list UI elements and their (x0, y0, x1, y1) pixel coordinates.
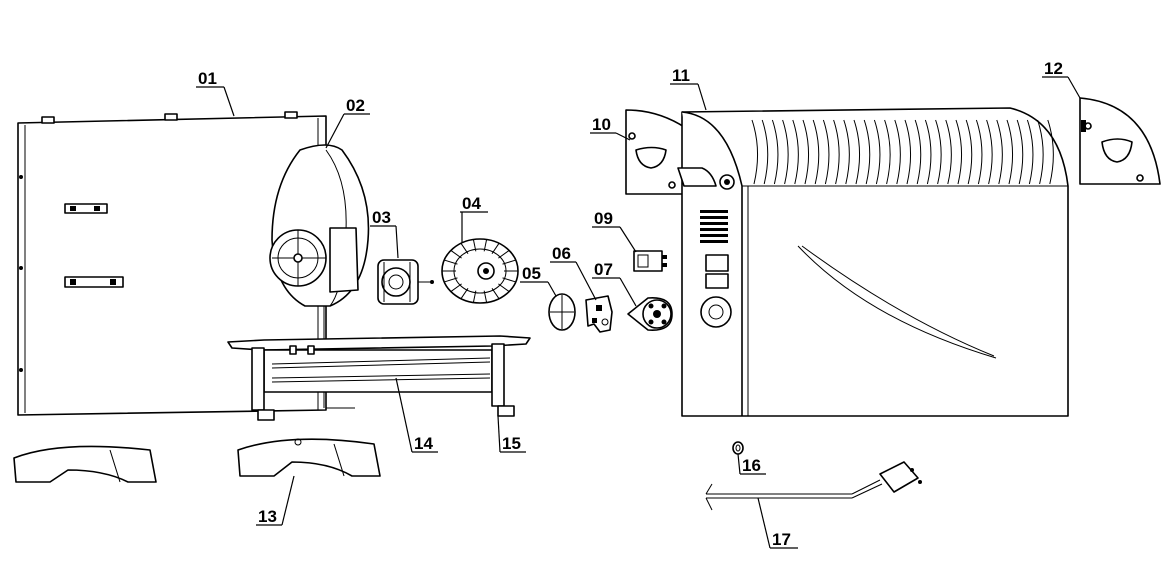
callout-07: 07 (592, 260, 637, 307)
part-12-right-end-cap (1079, 97, 1161, 185)
callout-13-label: 13 (258, 507, 277, 526)
callout-03-label: 03 (372, 208, 391, 227)
grille-slot (986, 119, 993, 185)
grille-slot (955, 119, 963, 185)
callout-09-label: 09 (594, 209, 613, 228)
grille-slot (812, 119, 820, 185)
fan-blade (450, 283, 462, 292)
part-17-power-cord (705, 461, 922, 511)
part-02-fan-housing (269, 144, 370, 408)
grille-slot (1006, 119, 1014, 185)
callout-01-label: 01 (198, 69, 217, 88)
grille-slot (822, 119, 830, 185)
part-06-switch (585, 295, 613, 333)
grille-slot (782, 119, 789, 185)
fan-blade (460, 243, 469, 254)
callout-15-label: 15 (502, 434, 521, 453)
grille-slot (884, 119, 891, 185)
callout-11: 11 (670, 66, 707, 111)
fan-blade (460, 288, 469, 299)
vent-slot (700, 240, 728, 243)
callout-02-label: 02 (346, 96, 365, 115)
grille-slot (843, 119, 850, 185)
callout-02: 02 (325, 96, 370, 149)
grille-slot (975, 119, 983, 185)
fan-blade (444, 259, 458, 265)
callout-17: 17 (757, 497, 798, 549)
grille-slot (996, 119, 1003, 185)
callout-16: 16 (737, 453, 766, 475)
callout-06: 06 (550, 244, 597, 301)
part-05-knob (548, 293, 576, 331)
grille-slot (833, 119, 840, 185)
callout-12: 12 (1042, 59, 1081, 99)
grille-slot (1047, 119, 1054, 185)
fan-blade (502, 259, 516, 265)
fan-blade (498, 250, 510, 259)
fan-blade (491, 243, 500, 254)
grille-slot (904, 119, 912, 185)
fan-blade (502, 277, 516, 283)
callout-04: 04 (460, 194, 488, 242)
part-16-cable-clip (732, 441, 744, 455)
grille-slot (894, 119, 901, 185)
grille-slot (924, 119, 932, 185)
callout-11-label: 11 (672, 66, 690, 85)
fan-blade (444, 277, 458, 283)
part-11-heater-body (677, 107, 1069, 417)
callout-09: 09 (592, 209, 637, 253)
grille-slot (802, 119, 810, 185)
grille-slot (935, 119, 942, 185)
part-13-foot-left (13, 445, 157, 483)
callout-01: 01 (196, 69, 235, 117)
callout-06-label: 06 (552, 244, 571, 263)
fan-blade (472, 290, 477, 303)
callout-05: 05 (520, 264, 557, 297)
callout-14-label: 14 (414, 434, 433, 453)
callout-04-label: 04 (462, 194, 481, 213)
part-14-heating-element (227, 335, 531, 421)
vent-slot (700, 210, 728, 213)
fan-blade (472, 239, 477, 252)
grille-slot (771, 119, 779, 185)
part-09-indicator-light (633, 250, 667, 272)
grille-slot (1037, 119, 1044, 185)
grille-slot (853, 119, 861, 185)
callout-05-label: 05 (522, 264, 541, 283)
grille-slot (761, 119, 769, 185)
grille-slot (792, 119, 799, 185)
fan-blade (483, 239, 488, 252)
grille-slot (914, 119, 922, 185)
part-03-motor (377, 259, 434, 305)
part-04-fan-wheel (441, 238, 519, 304)
vent-slot (700, 228, 728, 231)
vent-slot (700, 234, 728, 237)
grille-slot (873, 119, 881, 185)
grille-slot (965, 119, 973, 185)
part-07-thermostat (627, 297, 673, 331)
part-13-foot-right (237, 438, 381, 477)
vent-slot (700, 222, 728, 225)
vent-slot (700, 216, 728, 219)
callout-03: 03 (370, 208, 399, 259)
callout-16-label: 16 (742, 456, 761, 475)
callout-13: 13 (256, 475, 295, 526)
grille-slot (945, 119, 952, 185)
callout-12-label: 12 (1044, 59, 1063, 78)
grille-slot (1026, 119, 1034, 185)
callout-10-label: 10 (592, 115, 611, 134)
grille-slot (751, 119, 759, 185)
fan-blade (498, 283, 510, 292)
callout-07-label: 07 (594, 260, 613, 279)
grille-slot (863, 119, 871, 185)
fan-blade (491, 288, 500, 299)
callout-14: 14 (395, 377, 438, 453)
fan-blade (450, 250, 462, 259)
callout-15: 15 (497, 415, 526, 453)
callout-10: 10 (590, 115, 631, 141)
fan-blade (483, 290, 488, 303)
grille-slot (1016, 119, 1024, 185)
callout-17-label: 17 (772, 530, 791, 549)
